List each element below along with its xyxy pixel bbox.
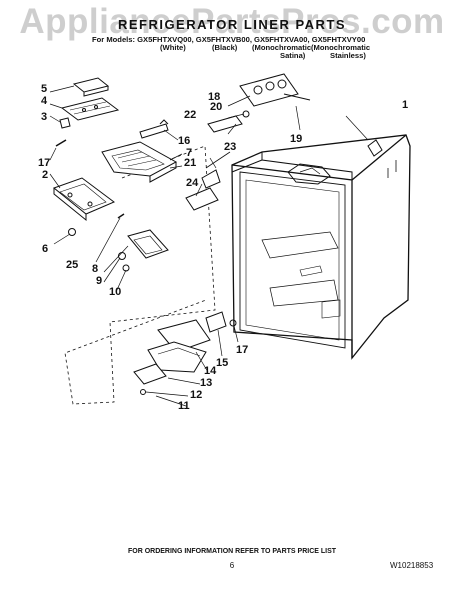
callout-16: 16 xyxy=(178,135,190,147)
finish-mono-1: (Monochromatic xyxy=(252,43,312,52)
part-7-cover xyxy=(101,141,178,177)
finish-satina: Satina) xyxy=(280,51,306,60)
callout-9: 9 xyxy=(96,275,102,287)
part-12 xyxy=(140,389,146,395)
callout-20: 20 xyxy=(210,101,222,113)
part-25 xyxy=(117,213,125,219)
callout-23: 23 xyxy=(224,141,236,153)
callout-11: 11 xyxy=(178,400,190,412)
page-number: 6 xyxy=(229,561,235,570)
part-17-right xyxy=(229,319,237,327)
callout-8: 8 xyxy=(92,263,98,275)
watermark: AppliancePartsPros.com xyxy=(19,2,445,41)
part-6 xyxy=(68,228,76,236)
part-3 xyxy=(59,117,71,129)
callout-19: 19 xyxy=(290,133,302,145)
finish-white: (White) xyxy=(160,43,186,52)
callout-4: 4 xyxy=(41,95,48,107)
callout-3: 3 xyxy=(41,111,47,123)
page-title: REFRIGERATOR LINER PARTS xyxy=(117,17,347,32)
part-4 xyxy=(60,97,120,121)
callout-22: 22 xyxy=(184,109,196,121)
callout-21: 21 xyxy=(184,157,196,169)
callout-15: 15 xyxy=(216,357,228,369)
callout-13: 13 xyxy=(200,377,212,389)
part-13 xyxy=(133,363,167,385)
callout-10: 10 xyxy=(109,286,121,298)
callout-25: 25 xyxy=(66,259,78,271)
part-17-screw-left xyxy=(55,139,67,147)
finish-black: (Black) xyxy=(212,43,238,52)
part-16 xyxy=(139,123,169,139)
callout-1: 1 xyxy=(402,99,408,111)
part-24 xyxy=(185,187,219,211)
finish-mono-2: (Monochromatic xyxy=(311,43,371,52)
callout-5: 5 xyxy=(41,83,47,95)
dashed-group-outline xyxy=(64,145,216,405)
document-number: W10218853 xyxy=(390,561,434,570)
callout-12: 12 xyxy=(190,389,202,401)
models-line: For Models: GX5FHTXVQ00, GX5FHTXVB00, GX… xyxy=(92,35,366,44)
part-10 xyxy=(122,264,130,272)
part-15 xyxy=(205,311,227,333)
callout-17-right: 17 xyxy=(236,344,248,356)
callout-17-left: 17 xyxy=(38,157,50,169)
callout-24: 24 xyxy=(186,177,199,189)
callout-14: 14 xyxy=(204,365,217,377)
part-22 xyxy=(207,115,243,133)
leader-lines xyxy=(49,85,369,407)
liner xyxy=(231,134,411,360)
part-23-wire xyxy=(205,151,231,169)
part-2-bracket xyxy=(52,177,115,215)
callout-7: 7 xyxy=(186,147,192,159)
callout-numbers: 1 2 3 4 5 6 7 8 9 10 11 12 13 14 15 16 1… xyxy=(38,83,408,412)
callout-2: 2 xyxy=(42,169,48,181)
callout-18: 18 xyxy=(208,91,220,103)
callout-6: 6 xyxy=(42,243,48,255)
ordering-info: FOR ORDERING INFORMATION REFER TO PARTS … xyxy=(127,548,337,555)
part-5 xyxy=(72,77,110,93)
finish-stainless: Stainless) xyxy=(330,51,366,60)
